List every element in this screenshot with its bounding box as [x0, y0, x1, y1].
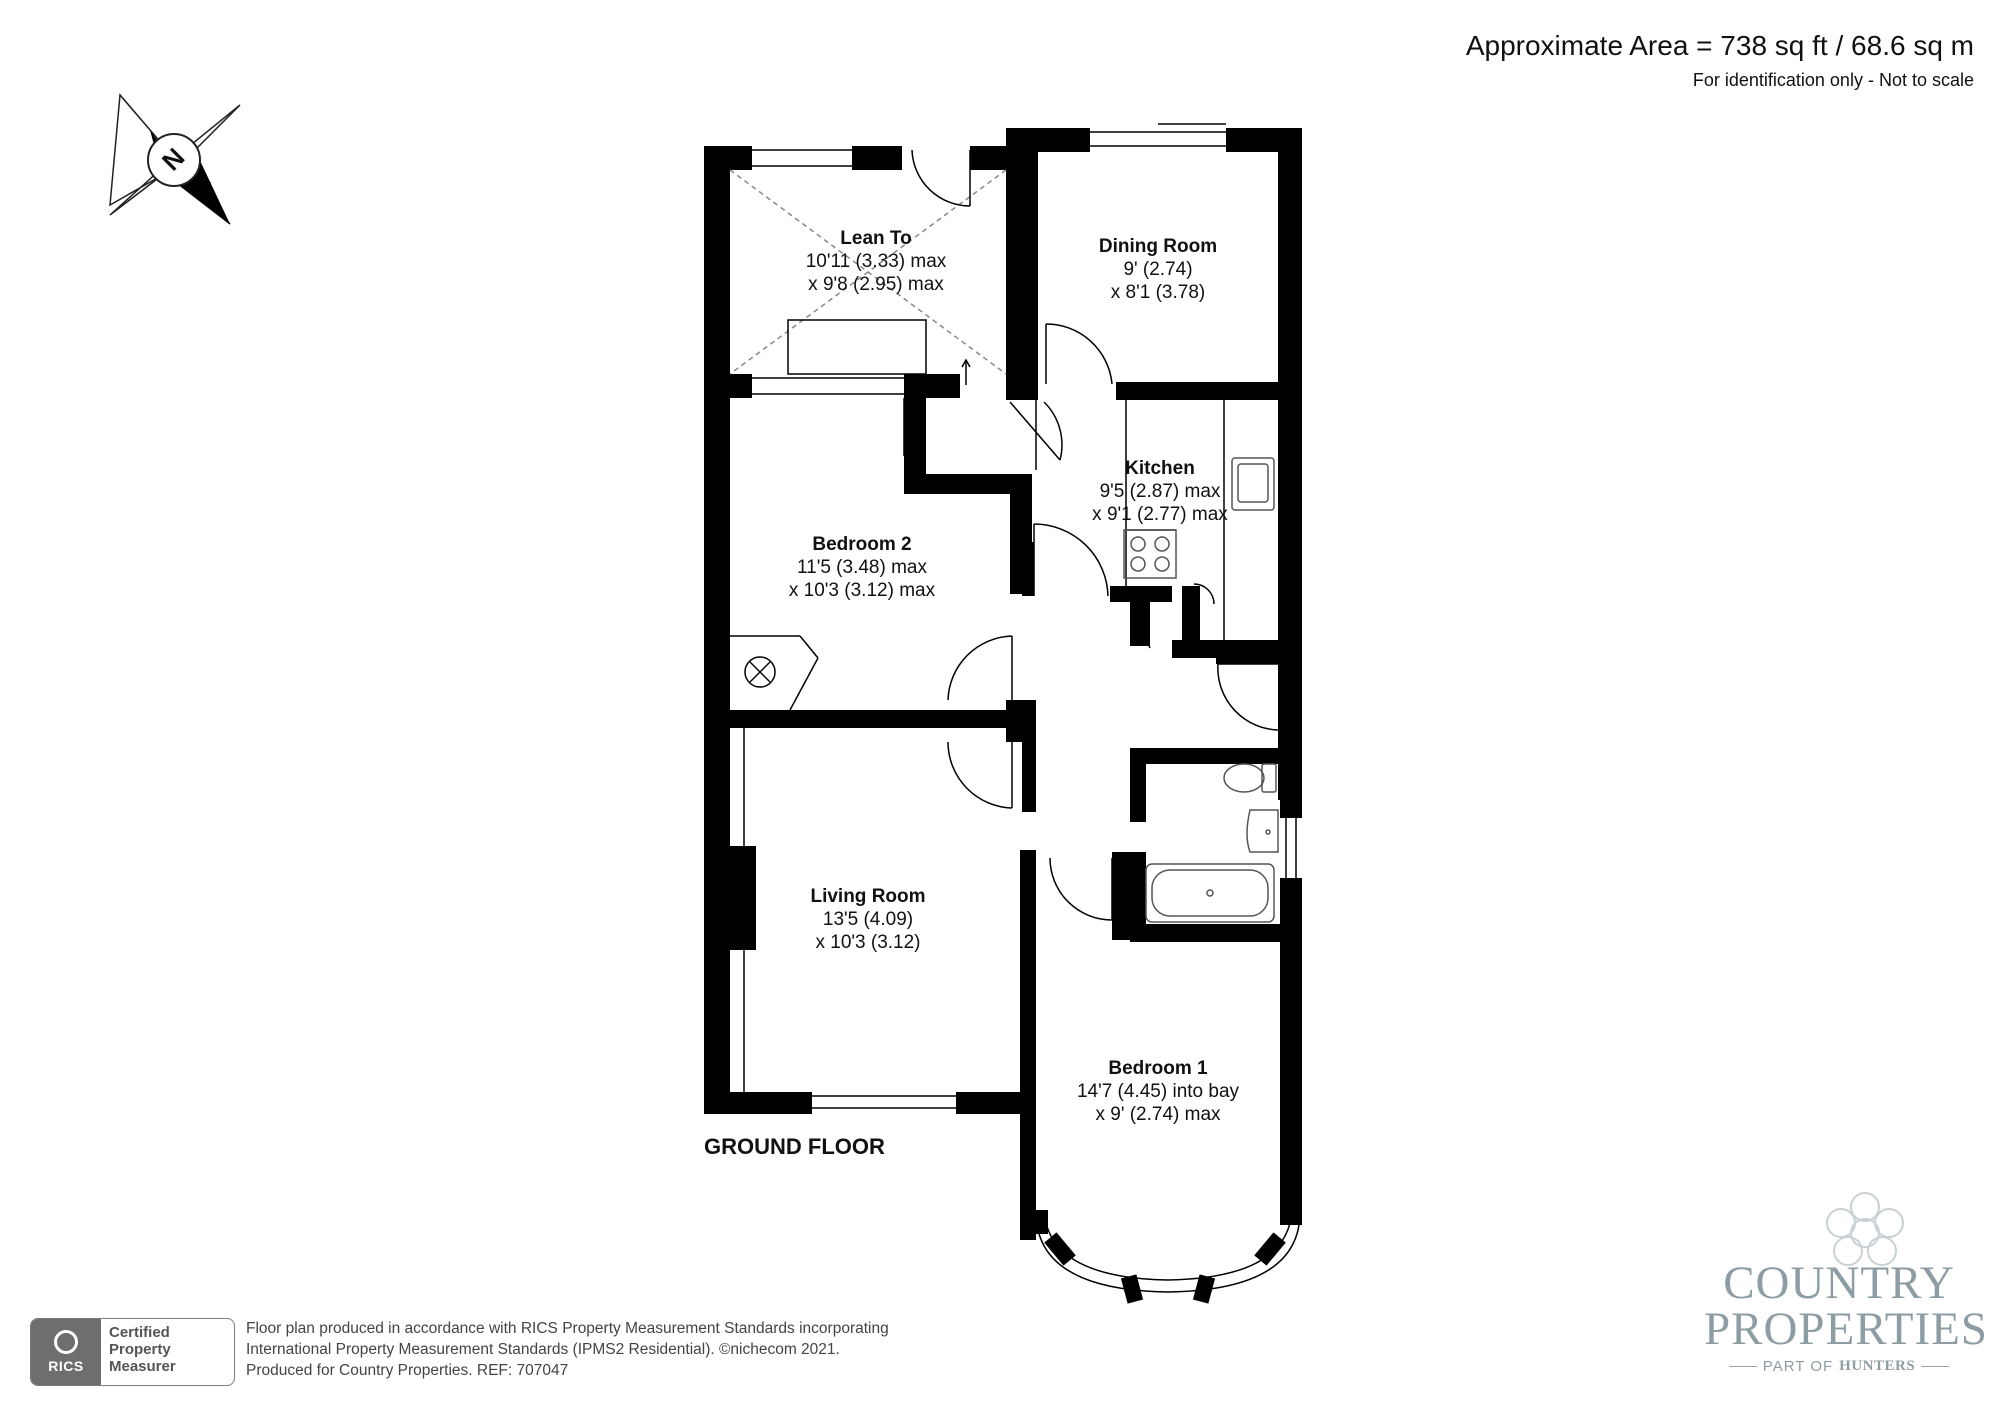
room-labels: Lean To 10'11 (3.33) max x 9'8 (2.95) ma…	[789, 228, 1240, 1125]
rics-badge: RICS Certified Property Measurer	[30, 1318, 235, 1386]
footer-notes: Floor plan produced in accordance with R…	[246, 1318, 889, 1381]
dining-room-name: Dining Room	[1099, 236, 1217, 257]
lean-to-dim2: x 9'8 (2.95) max	[808, 274, 944, 295]
dining-room-dim2: x 8'1 (3.78)	[1111, 282, 1205, 303]
compass-north-icon: N	[109, 93, 241, 225]
living-room-dim2: x 10'3 (3.12)	[815, 932, 920, 953]
parent-brand: HUNTERS	[1839, 1358, 1916, 1374]
rics-logo: RICS	[31, 1319, 101, 1385]
rics-lion-icon	[54, 1330, 78, 1354]
header: Approximate Area = 738 sq ft / 68.6 sq m…	[1466, 26, 1974, 94]
bedroom1-dim2: x 9' (2.74) max	[1095, 1104, 1221, 1125]
brand-name-line1: COUNTRY	[1723, 1257, 1955, 1309]
kitchen-name: Kitchen	[1125, 458, 1195, 479]
scale-note: For identification only - Not to scale	[1692, 70, 1974, 90]
sink-icon	[1231, 457, 1275, 511]
hob-icon	[1123, 529, 1177, 579]
toilet-icon	[1223, 763, 1277, 793]
kitchen-dim1: 9'5 (2.87) max	[1100, 481, 1221, 502]
living-room-dim1: 13'5 (4.09)	[823, 909, 913, 930]
bath-icon	[1145, 863, 1275, 923]
kitchen-dim2: x 9'1 (2.77) max	[1092, 504, 1228, 525]
bedroom1-dim1: 14'7 (4.45) into bay	[1077, 1081, 1240, 1102]
fixtures	[1123, 457, 1279, 923]
doors	[911, 149, 1281, 921]
rics-certification: Certified Property Measurer	[109, 1324, 176, 1375]
walls	[704, 128, 1302, 1304]
brand-emblem-icon	[1826, 1192, 1904, 1266]
brand-subline: PART OF HUNTERS	[1704, 1358, 1974, 1375]
basin-icon	[1246, 809, 1279, 853]
footer-line-3: Produced for Country Properties. REF: 70…	[246, 1362, 569, 1379]
approximate-area: Approximate Area = 738 sq ft / 68.6 sq m	[1465, 30, 1974, 61]
dining-room-dim1: 9' (2.74)	[1123, 259, 1192, 280]
footer-line-2: International Property Measurement Stand…	[246, 1341, 840, 1358]
part-of-label: PART OF	[1762, 1358, 1834, 1375]
lean-to-name: Lean To	[840, 228, 911, 249]
floor-label: GROUND FLOOR	[704, 1134, 885, 1159]
living-room-name: Living Room	[810, 886, 925, 907]
bedroom1-name: Bedroom 1	[1108, 1058, 1208, 1079]
bedroom2-dim1: 11'5 (3.48) max	[797, 557, 928, 578]
brand-name-line2: PROPERTIES	[1704, 1303, 1989, 1355]
brand-logo: COUNTRY PROPERTIES PART OF HUNTERS	[1704, 1257, 1989, 1376]
bedroom2-dim2: x 10'3 (3.12) max	[789, 580, 936, 601]
footer-line-1: Floor plan produced in accordance with R…	[246, 1320, 889, 1337]
bedroom2-name: Bedroom 2	[812, 534, 911, 555]
thin-lines	[729, 123, 1301, 1293]
lean-to-dim1: 10'11 (3.33) max	[806, 251, 947, 272]
